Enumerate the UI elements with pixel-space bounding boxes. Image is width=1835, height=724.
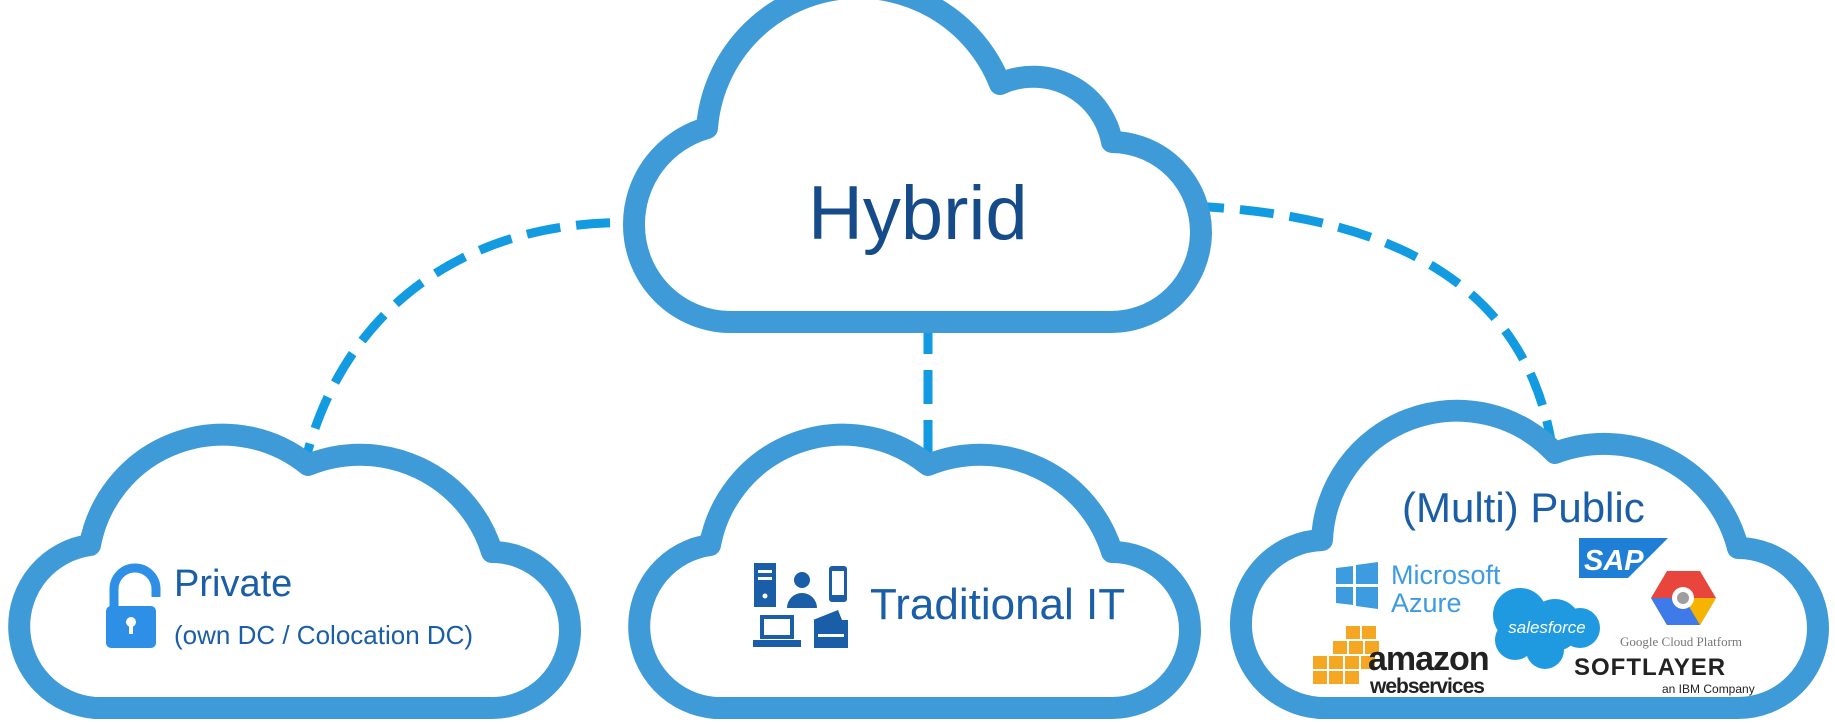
public-label: (Multi) Public: [1402, 484, 1645, 531]
server-icon: [754, 563, 776, 607]
lock-icon: [106, 563, 161, 648]
windows-icon: [1336, 562, 1378, 609]
azure-label-line2: Azure: [1391, 588, 1462, 618]
printer-icon: [813, 610, 848, 648]
private-sublabel: (own DC / Colocation DC): [174, 620, 474, 650]
salesforce-logo: salesforce: [1493, 588, 1600, 669]
private-label: Private: [174, 563, 293, 605]
laptop-icon: [753, 615, 801, 647]
private-cloud: [8, 423, 581, 719]
softlayer-label-line2: an IBM Company: [1662, 682, 1755, 696]
traditional-label: Traditional IT: [870, 580, 1126, 629]
connector-hybrid-public: [1189, 201, 1558, 454]
softlayer-label-line1: SOFTLAYER: [1574, 654, 1727, 681]
amazon-label-line1: amazon: [1368, 640, 1490, 678]
user-icon: [787, 572, 817, 608]
connector-hybrid-private: [300, 218, 661, 464]
google-cloud-logo: [1651, 571, 1716, 625]
aws-logo: [1313, 626, 1379, 684]
hybrid-cloud: [622, 0, 1212, 334]
sap-logo: SAP: [1579, 538, 1668, 578]
amazon-label-line2: webservices: [1370, 675, 1485, 698]
traditional-cloud: [628, 423, 1201, 719]
google-cloud-label: Google Cloud Platform: [1620, 634, 1743, 649]
mobile-icon: [829, 566, 847, 602]
svg-text:salesforce: salesforce: [1508, 618, 1585, 637]
hybrid-label: Hybrid: [808, 171, 1028, 256]
public-cloud: [1229, 399, 1829, 720]
svg-text:SAP: SAP: [1584, 545, 1644, 577]
azure-label-line1: Microsoft: [1391, 560, 1501, 590]
